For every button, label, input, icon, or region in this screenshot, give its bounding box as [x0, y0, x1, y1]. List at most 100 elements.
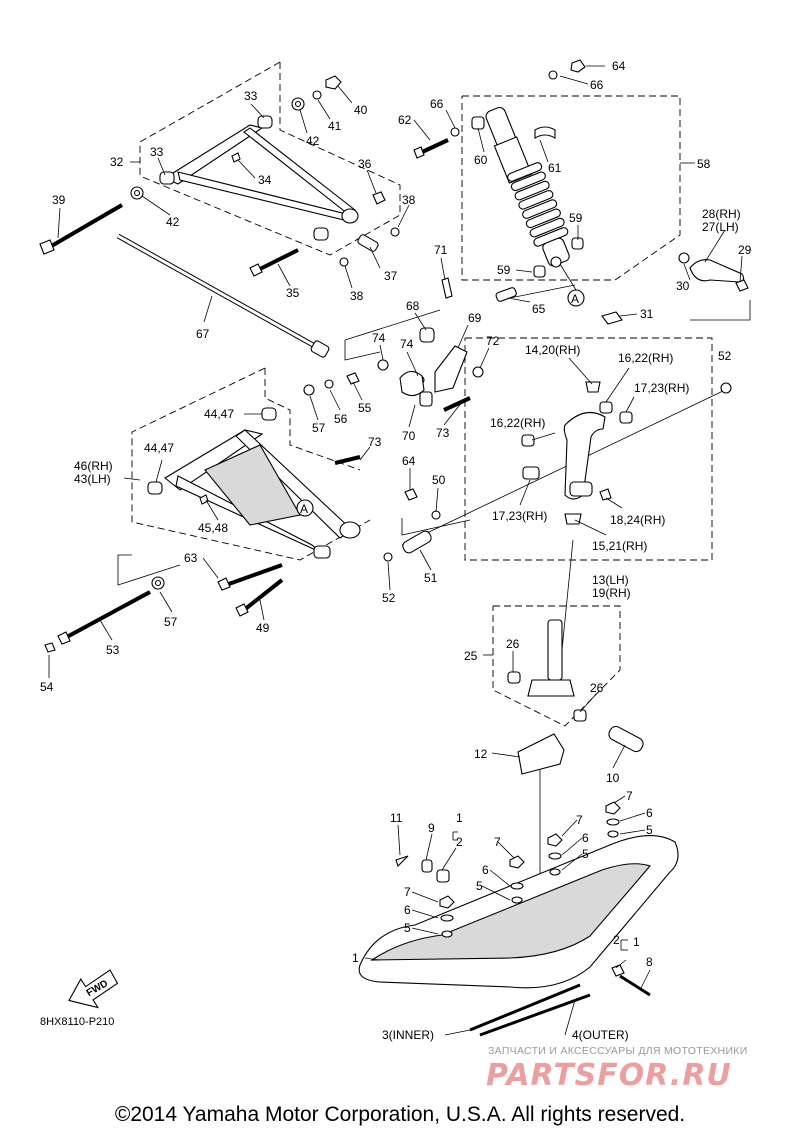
label-56: 56 [334, 412, 348, 426]
group-box-steering-25 [492, 605, 621, 727]
label-26: 26 [590, 681, 604, 695]
label-34: 34 [258, 173, 272, 187]
reference-a-label: A [300, 502, 308, 516]
label-36: 36 [358, 157, 372, 171]
label-42: 42 [306, 134, 320, 148]
label-8: 8 [646, 955, 653, 969]
label-29: 29 [738, 243, 752, 257]
label-6: 6 [482, 863, 489, 877]
label-37: 37 [384, 269, 398, 283]
label-55: 55 [358, 401, 372, 415]
label-5: 5 [476, 879, 483, 893]
label-1: 1 [456, 811, 463, 825]
label-74: 74 [400, 337, 414, 351]
label-59: 59 [569, 211, 583, 225]
reference-a-label: A [571, 292, 579, 306]
label-1: 1 [633, 935, 640, 949]
label-41: 41 [328, 119, 342, 133]
label-65: 65 [532, 302, 546, 316]
bolt-39 [39, 203, 124, 255]
label-13-19: 13(LH)19(RH) [592, 573, 631, 600]
label-52: 52 [718, 349, 732, 363]
label-40: 40 [354, 103, 368, 117]
label-46-43: 46(RH)43(LH) [74, 459, 113, 486]
label-33: 33 [244, 89, 258, 103]
label-44-47: 44,47 [204, 407, 234, 421]
label-54: 54 [40, 680, 54, 694]
label-38: 38 [402, 193, 416, 207]
label-31: 31 [640, 307, 654, 321]
label-64: 64 [612, 59, 626, 73]
label-1: 1 [352, 951, 359, 965]
label-68: 68 [406, 299, 420, 313]
label-7: 7 [576, 813, 583, 827]
watermark-logo: PARTSFOR.RU [486, 1058, 732, 1093]
label-6: 6 [404, 903, 411, 917]
label-66: 66 [590, 78, 604, 92]
copyright-notice: ©2014 Yamaha Motor Corporation, U.S.A. A… [114, 1103, 686, 1126]
label-7: 7 [404, 885, 411, 899]
fwd-arrow-icon: FWD [68, 969, 119, 1009]
label-7: 7 [494, 835, 501, 849]
label-14-20: 14,20(RH) [525, 343, 580, 357]
group-box-shock-58 [461, 95, 681, 281]
label-50: 50 [432, 473, 446, 487]
ski-spindle-13 [521, 311, 732, 525]
label-5: 5 [646, 823, 653, 837]
label-39: 39 [52, 193, 66, 207]
steering-column-25 [507, 619, 644, 775]
group-box-lower-arm [131, 367, 371, 561]
label-71: 71 [434, 243, 448, 257]
label-70: 70 [402, 429, 416, 443]
watermark-subtitle: ЗАПЧАСТИ И АКСЕССУАРЫ ДЛЯ МОТОТЕХНИКИ [488, 1045, 748, 1057]
label-17-23: 17,23(RH) [634, 381, 689, 395]
label-3-inner: 3(INNER) [382, 1028, 434, 1042]
label-73: 73 [436, 426, 450, 440]
label-44-47: 44,47 [144, 441, 174, 455]
exploded-parts-diagram: FWD [39, 59, 752, 1042]
label-38: 38 [350, 289, 364, 303]
label-16-22: 16,22(RH) [618, 351, 673, 365]
label-42: 42 [166, 215, 180, 229]
label-6: 6 [646, 806, 653, 820]
label-5: 5 [582, 847, 589, 861]
label-74: 74 [372, 331, 386, 345]
label-9: 9 [428, 821, 435, 835]
leader-lines [48, 65, 743, 1036]
label-26: 26 [506, 637, 520, 651]
label-72: 72 [486, 334, 500, 348]
label-28-27: 28(RH)27(LH) [702, 207, 741, 234]
label-64: 64 [402, 454, 416, 468]
label-69: 69 [468, 311, 482, 325]
label-33: 33 [150, 145, 164, 159]
label-57: 57 [312, 421, 326, 435]
relay-rod-parts [334, 277, 484, 465]
shock-absorber-58 [413, 59, 586, 302]
label-4-outer: 4(OUTER) [572, 1028, 629, 1042]
tie-rod-67 [116, 233, 330, 358]
label-35: 35 [286, 286, 300, 300]
label-73: 73 [368, 435, 382, 449]
steering-arm-28 [678, 252, 749, 292]
label-61: 61 [548, 161, 562, 175]
label-45-48: 45,48 [198, 521, 228, 535]
label-17-23: 17,23(RH) [492, 509, 547, 523]
diagram-code: 8HX8110-P210 [40, 1016, 115, 1028]
connection-lines [117, 284, 751, 940]
label-25: 25 [464, 649, 478, 663]
label-12: 12 [474, 747, 488, 761]
label-10: 10 [606, 771, 620, 785]
ski-hardware-stacks [439, 801, 621, 938]
label-51: 51 [424, 571, 438, 585]
lower-a-arm [44, 372, 441, 653]
label-11: 11 [390, 811, 403, 825]
label-5: 5 [404, 921, 411, 935]
label-7: 7 [626, 789, 633, 803]
label-63: 63 [184, 551, 198, 565]
label-16-22: 16,22(RH) [490, 416, 545, 430]
label-6: 6 [582, 831, 589, 845]
label-60: 60 [474, 153, 488, 167]
ski-assembly-1 [358, 835, 679, 1037]
upper-a-arm [159, 115, 359, 241]
